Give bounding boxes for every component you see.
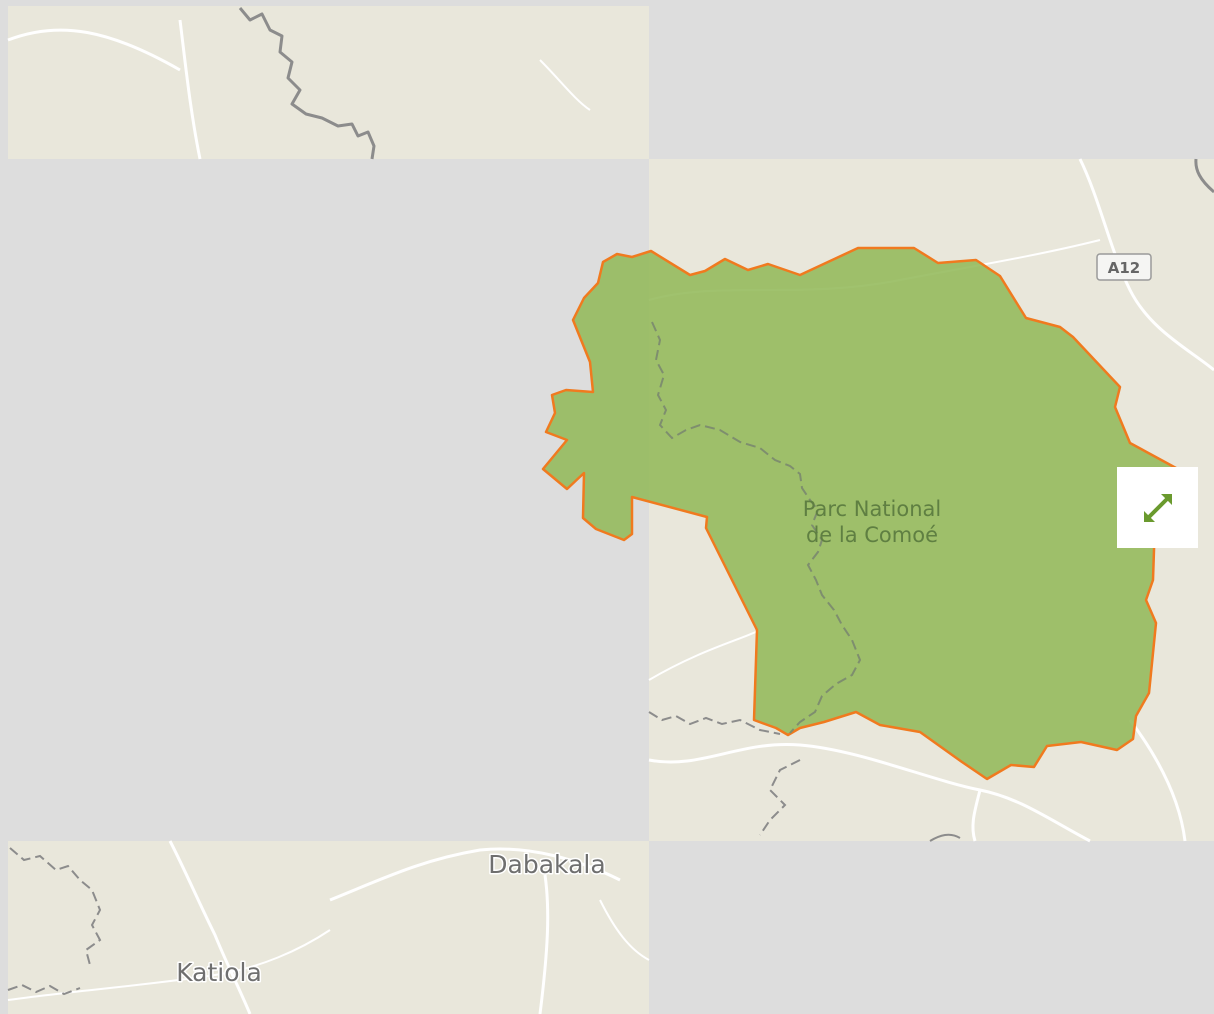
right-tile-features bbox=[648, 158, 1214, 843]
place-label-katiola: Katiola bbox=[176, 958, 262, 987]
park-label-line1: Parc National bbox=[803, 497, 942, 521]
road bbox=[539, 59, 591, 111]
road bbox=[178, 19, 202, 160]
road bbox=[599, 899, 650, 961]
road bbox=[168, 840, 252, 1014]
road bbox=[648, 629, 761, 681]
road bbox=[971, 789, 982, 842]
svg-text:A12: A12 bbox=[1108, 259, 1140, 277]
road bbox=[538, 874, 550, 1014]
road-shield-a12: A12 bbox=[1096, 253, 1152, 281]
fullscreen-button[interactable] bbox=[1117, 467, 1198, 548]
park-river bbox=[651, 321, 862, 734]
map-tile bbox=[8, 6, 649, 159]
road bbox=[329, 847, 621, 902]
park-label-line2: de la Comoé bbox=[806, 523, 938, 547]
river bbox=[1194, 158, 1214, 194]
river bbox=[7, 983, 81, 996]
road bbox=[648, 742, 1091, 843]
road bbox=[1128, 719, 1187, 842]
river bbox=[238, 7, 376, 160]
river bbox=[759, 759, 801, 836]
expand-arrows-icon bbox=[1143, 493, 1172, 522]
park-boundary[interactable] bbox=[541, 246, 1178, 781]
river bbox=[9, 847, 102, 966]
road bbox=[7, 28, 181, 72]
place-label-dabakala: Dabakala bbox=[488, 850, 605, 879]
road bbox=[1078, 158, 1214, 372]
bottom-tile-features bbox=[7, 840, 650, 1014]
top-tile-features bbox=[7, 7, 591, 160]
river bbox=[648, 711, 781, 735]
river bbox=[929, 833, 961, 842]
